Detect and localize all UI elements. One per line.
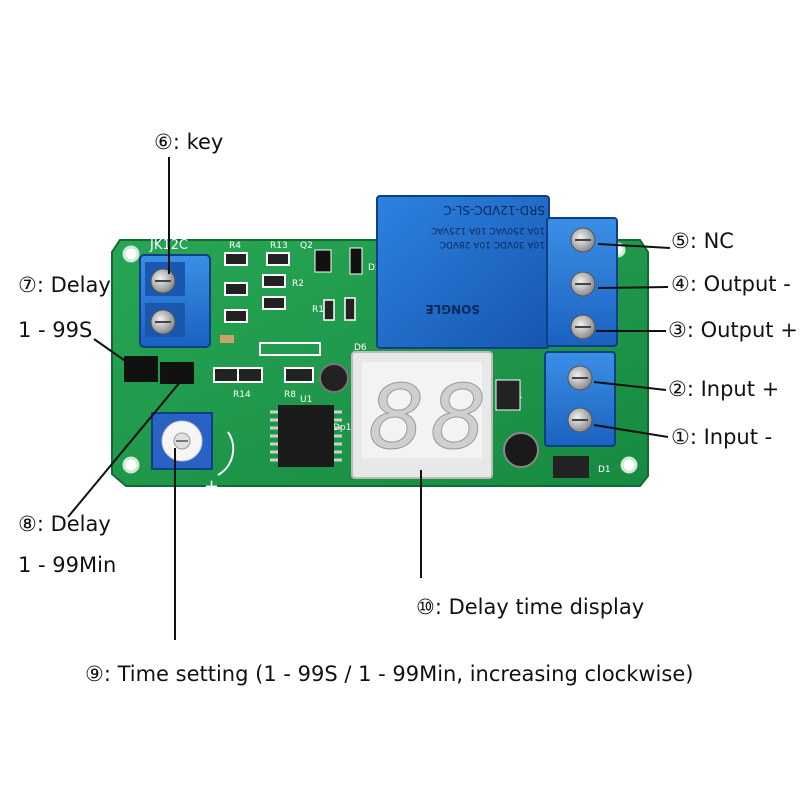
callout-output-plus: ③: Output +	[668, 318, 798, 342]
silk-d1: D1	[598, 465, 611, 475]
silk-r13: R13	[270, 241, 288, 251]
silk-r2: R2	[292, 279, 304, 289]
callout-delay-99s-line1: ⑦: Delay	[18, 273, 111, 297]
transistor	[495, 379, 521, 411]
key-terminal-block	[139, 254, 211, 348]
input-terminal-block	[544, 351, 616, 447]
relay-rating-2: 10A 30VDC 10A 28VDC	[440, 239, 545, 249]
callout-output-minus: ④: Output -	[671, 272, 791, 296]
capacitor	[319, 363, 349, 393]
relay: SRD-12VDC-SL-C 10A 250VAC 10A 125VAC 10A…	[376, 195, 550, 349]
capacitor	[503, 432, 539, 468]
jumper	[124, 356, 194, 384]
callout-key: ⑥: key	[154, 130, 224, 154]
silk-u1: U1	[300, 395, 312, 405]
relay-rating-1: 10A 250VAC 10A 125VAC	[431, 225, 545, 235]
mounting-hole	[122, 245, 140, 263]
callout-input-plus: ②: Input +	[668, 377, 780, 401]
display-digits: 88	[368, 366, 492, 469]
silk-d6: D6	[354, 343, 367, 353]
leader-lines	[67, 157, 671, 640]
silk-q2: Q2	[300, 241, 313, 251]
callout-nc: ⑤: NC	[671, 229, 734, 253]
silkscreen-labels: R4 R13 Q2 D5 R1 R2 R14 R8 U1 D6 Dp1 D1 Q…	[229, 241, 611, 475]
callout-time-setting: ⑨: Time setting (1 - 99S / 1 - 99Min, in…	[85, 662, 694, 686]
silk-r14: R14	[233, 390, 251, 400]
callout-delay-99min-line1: ⑧: Delay	[18, 512, 111, 536]
silk-dp1: Dp1	[333, 423, 351, 433]
relay-brand: SONGLE	[425, 302, 480, 316]
leader-input-minus	[593, 424, 669, 438]
callout-delay-99min-line2: 1 - 99Min	[18, 553, 117, 577]
silk-r4: R4	[229, 241, 241, 251]
leader-delay-99s	[93, 338, 142, 373]
silk-r8: R8	[284, 390, 296, 400]
smd-components	[213, 247, 363, 383]
pot-plus: +	[204, 476, 219, 497]
ic-chip	[270, 405, 342, 467]
potentiometer: +	[151, 412, 235, 497]
callout-input-minus: ①: Input -	[671, 425, 773, 449]
diode	[553, 456, 589, 478]
mounting-hole	[620, 456, 638, 474]
output-terminal-block	[546, 217, 618, 347]
callout-delay-99s-line2: 1 - 99S	[18, 318, 93, 342]
silk-d5: D5	[368, 263, 381, 273]
silk-r1: R1	[312, 305, 324, 315]
leader-nc	[597, 243, 671, 249]
mounting-hole	[122, 456, 140, 474]
relay-model: SRD-12VDC-SL-C	[443, 203, 545, 217]
seven-segment-display: 88	[351, 351, 493, 479]
leader-delay-99min	[67, 375, 186, 518]
leader-output-minus	[597, 286, 669, 289]
leader-input-plus	[593, 381, 667, 391]
callout-display: ⑩: Delay time display	[416, 595, 645, 619]
